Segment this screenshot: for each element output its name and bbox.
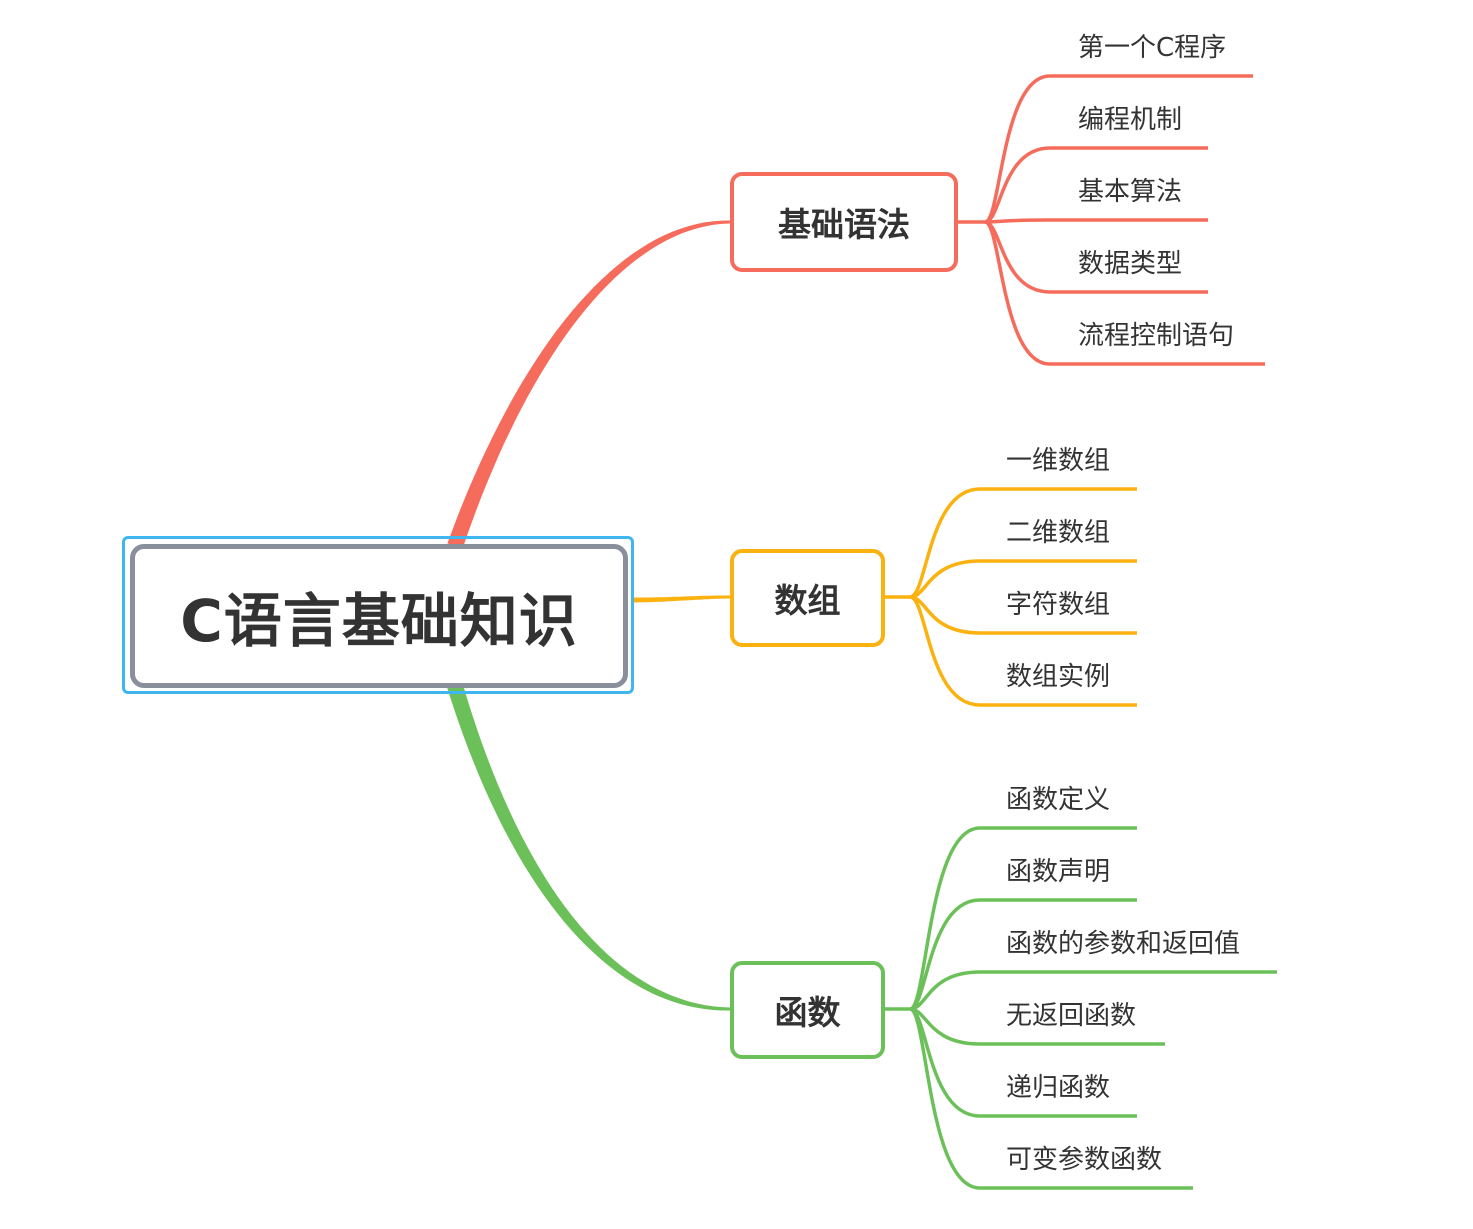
root-node[interactable]: C语言基础知识 bbox=[130, 544, 628, 688]
branch-connector bbox=[447, 220, 730, 549]
main-topic-node[interactable]: 数组 bbox=[730, 549, 885, 647]
main-topic-node[interactable]: 基础语法 bbox=[730, 172, 958, 272]
leaf-topic[interactable]: 编程机制 bbox=[1078, 105, 1183, 135]
root-node-selection[interactable] bbox=[122, 536, 634, 694]
leaf-connector bbox=[909, 595, 1137, 707]
leaf-connector bbox=[909, 970, 1277, 1011]
main-topic-node[interactable]: 函数 bbox=[730, 961, 885, 1059]
leaf-connector bbox=[909, 487, 1137, 599]
leaf-topic[interactable]: 可变参数函数 bbox=[1006, 1145, 1163, 1175]
leaf-connector bbox=[909, 559, 1137, 599]
leaf-topic[interactable]: 无返回函数 bbox=[1006, 1001, 1137, 1031]
leaf-topic[interactable]: 函数声明 bbox=[1006, 857, 1111, 887]
main-topic-label: 基础语法 bbox=[778, 205, 910, 244]
leaf-topic[interactable]: 二维数组 bbox=[1006, 518, 1111, 548]
leaf-topic[interactable]: 递归函数 bbox=[1006, 1073, 1111, 1103]
leaf-topic[interactable]: 数据类型 bbox=[1078, 249, 1183, 279]
branch-connector bbox=[447, 683, 730, 1011]
leaf-topic[interactable]: 字符数组 bbox=[1006, 590, 1111, 620]
leaf-topic[interactable]: 一维数组 bbox=[1006, 446, 1111, 476]
leaf-connector bbox=[984, 218, 1208, 224]
leaf-topic[interactable]: 流程控制语句 bbox=[1078, 321, 1235, 351]
leaf-connector bbox=[909, 1007, 1193, 1190]
leaf-topic[interactable]: 基本算法 bbox=[1078, 177, 1183, 207]
leaf-topic[interactable]: 第一个C程序 bbox=[1078, 33, 1227, 63]
leaf-connector bbox=[984, 146, 1208, 224]
leaf-connector bbox=[984, 220, 1265, 366]
leaf-connector bbox=[909, 898, 1137, 1011]
leaf-topic[interactable]: 函数的参数和返回值 bbox=[1006, 929, 1241, 959]
leaf-topic[interactable]: 数组实例 bbox=[1006, 662, 1111, 692]
main-topic-label: 函数 bbox=[774, 993, 841, 1032]
root-node-label: C语言基础知识 bbox=[180, 587, 578, 655]
branch-connector bbox=[632, 595, 730, 603]
leaf-connector bbox=[984, 74, 1253, 224]
main-topic-label: 数组 bbox=[774, 581, 841, 620]
leaf-topic[interactable]: 函数定义 bbox=[1006, 785, 1111, 815]
